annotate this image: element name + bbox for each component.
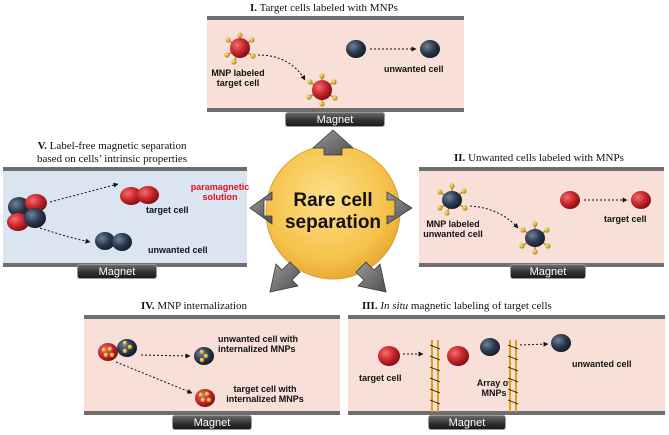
panel-2-mnp-label: MNP labeled unwanted cell [420, 219, 486, 239]
panel-5-target-label: target cell [146, 205, 189, 215]
panel-1-unwanted-cell-1 [346, 40, 366, 58]
panel-3-unwanted-cell-1 [480, 338, 500, 356]
arrow-up [311, 129, 355, 156]
panel-4-target-line2: internalized MNPs [226, 394, 304, 404]
panel-1-mnp-label-line1: MNP labeled [211, 68, 265, 78]
panel-4-unwanted-line2: internalized MNPs [218, 344, 296, 354]
panel-4-arrow-unwanted [140, 353, 191, 359]
panel-4-unwanted-label: unwanted cell with internalized MNPs [218, 334, 298, 354]
panel-3-title-text: magnetic labeling of target cells [410, 300, 552, 312]
panel-2-graphics [437, 183, 651, 255]
panel-5-target-cell-b [137, 186, 159, 204]
panel-3-array-label: Array of MNPs [472, 378, 516, 398]
panel-3-unwanted-label: unwanted cell [572, 359, 632, 369]
panel-2-target-label: target cell [604, 214, 647, 224]
panel-4-target-line1: target cell with [233, 384, 297, 394]
panel-2-title-text: Unwanted cells labeled with MNPs [468, 152, 624, 164]
panel-3-target-label: target cell [359, 373, 402, 383]
panel-5-number: V. [37, 140, 47, 152]
panel-1-target-cell-2 [312, 80, 332, 100]
panel-1-title-text: Target cells labeled with MNPs [259, 2, 398, 14]
panel-4-graphics [98, 339, 215, 407]
panel-5-arrow-up [49, 182, 119, 203]
panel-3-mnp-array-2 [507, 340, 519, 412]
panel-2-number: II. [454, 152, 466, 164]
panel-4-target-cell [195, 389, 215, 407]
panel-2-magnet: Magnet [510, 264, 586, 279]
center-label-line1: Rare cell [293, 190, 373, 211]
panel-3-number: III. [362, 300, 378, 312]
arrow-down-left [269, 261, 301, 293]
panel-1-magnet: Magnet [285, 112, 385, 127]
panel-1-arrow-curve [257, 54, 306, 81]
panel-4-title-text: MNP internalization [157, 300, 248, 312]
panel-3-array-line2: MNPs [481, 388, 507, 398]
panel-3 [348, 315, 665, 415]
panel-5-graphics [7, 182, 159, 251]
panel-1-unwanted-label: unwanted cell [384, 64, 444, 74]
panel-3-target-cell-1 [378, 346, 400, 366]
panel-3-array-line1: Array of [476, 378, 512, 388]
panel-2-target-cell-2 [631, 191, 651, 209]
panel-5-unwanted-label: unwanted cell [148, 245, 208, 255]
panel-2-mnp-label-line2: unwanted cell [423, 229, 483, 239]
panel-5-target-cell-a [120, 187, 142, 205]
panel-2-unwanted-cell-1 [442, 191, 462, 209]
panel-2-target-cell-1 [560, 191, 580, 209]
panel-1-graphics [224, 32, 440, 107]
panel-5-arrow-down [39, 227, 91, 244]
panel-5-paramagnetic-label: paramagnetic solution [190, 182, 250, 202]
panel-5-magnet: Magnet [77, 264, 157, 279]
panel-3-title: III. In situ magnetic labeling of target… [362, 300, 552, 312]
panel-4-title: IV. MNP internalization [141, 300, 247, 312]
panel-3-unwanted-cell-2 [551, 334, 571, 352]
panel-5-title: V. Label-free magnetic separation based … [37, 140, 187, 166]
panel-4-magnet: Magnet [172, 415, 252, 430]
panel-1-number: I. [250, 2, 258, 14]
center-label: Rare cell separation [273, 190, 393, 234]
panel-1-target-cell-1 [230, 38, 250, 58]
panel-3-graphics [378, 334, 571, 412]
panel-4-arrow-target [115, 361, 193, 394]
panel-5-unwanted-cell-a [95, 232, 115, 250]
panel-2-title: II. Unwanted cells labeled with MNPs [454, 152, 624, 164]
panel-5-title-line1: Label-free magnetic separation [49, 140, 187, 152]
panel-3-arrow-2 [519, 341, 549, 347]
panel-1-mnp-label: MNP labeled target cell [208, 68, 268, 88]
panel-3-magnet: Magnet [428, 415, 506, 430]
panel-3-title-italic: In situ [380, 300, 409, 312]
panel-5-unwanted-cell-b [112, 233, 132, 251]
panel-3-mnp-array-1 [429, 340, 441, 412]
panel-4-target-label: target cell with internalized MNPs [213, 384, 317, 404]
panel-5-para-line1: paramagnetic [190, 182, 250, 192]
panel-1-title: I. Target cells labeled with MNPs [250, 2, 398, 14]
direction-arrows [249, 129, 413, 293]
panel-1-mnp-label-line2: target cell [216, 78, 260, 88]
panel-1-mnps [224, 32, 338, 107]
panel-4-number: IV. [141, 300, 155, 312]
arrow-down-right [355, 261, 387, 293]
panel-1-unwanted-cell-2 [420, 40, 440, 58]
arrow-left [249, 191, 273, 225]
panel-2-unwanted-cell-2 [525, 229, 545, 247]
arrow-right [386, 191, 413, 225]
panel-2-arrow-curve [469, 205, 519, 229]
panel-2-mnp-label-line1: MNP labeled [426, 219, 480, 229]
center-label-line2: separation [284, 212, 382, 233]
panel-4-unwanted-line1: unwanted cell with [218, 334, 299, 344]
panel-3-target-cell-2 [447, 346, 469, 366]
panel-5-title-line2: based on cells’ intrinsic properties [37, 153, 188, 165]
panel-5-para-line2: solution [202, 192, 238, 202]
